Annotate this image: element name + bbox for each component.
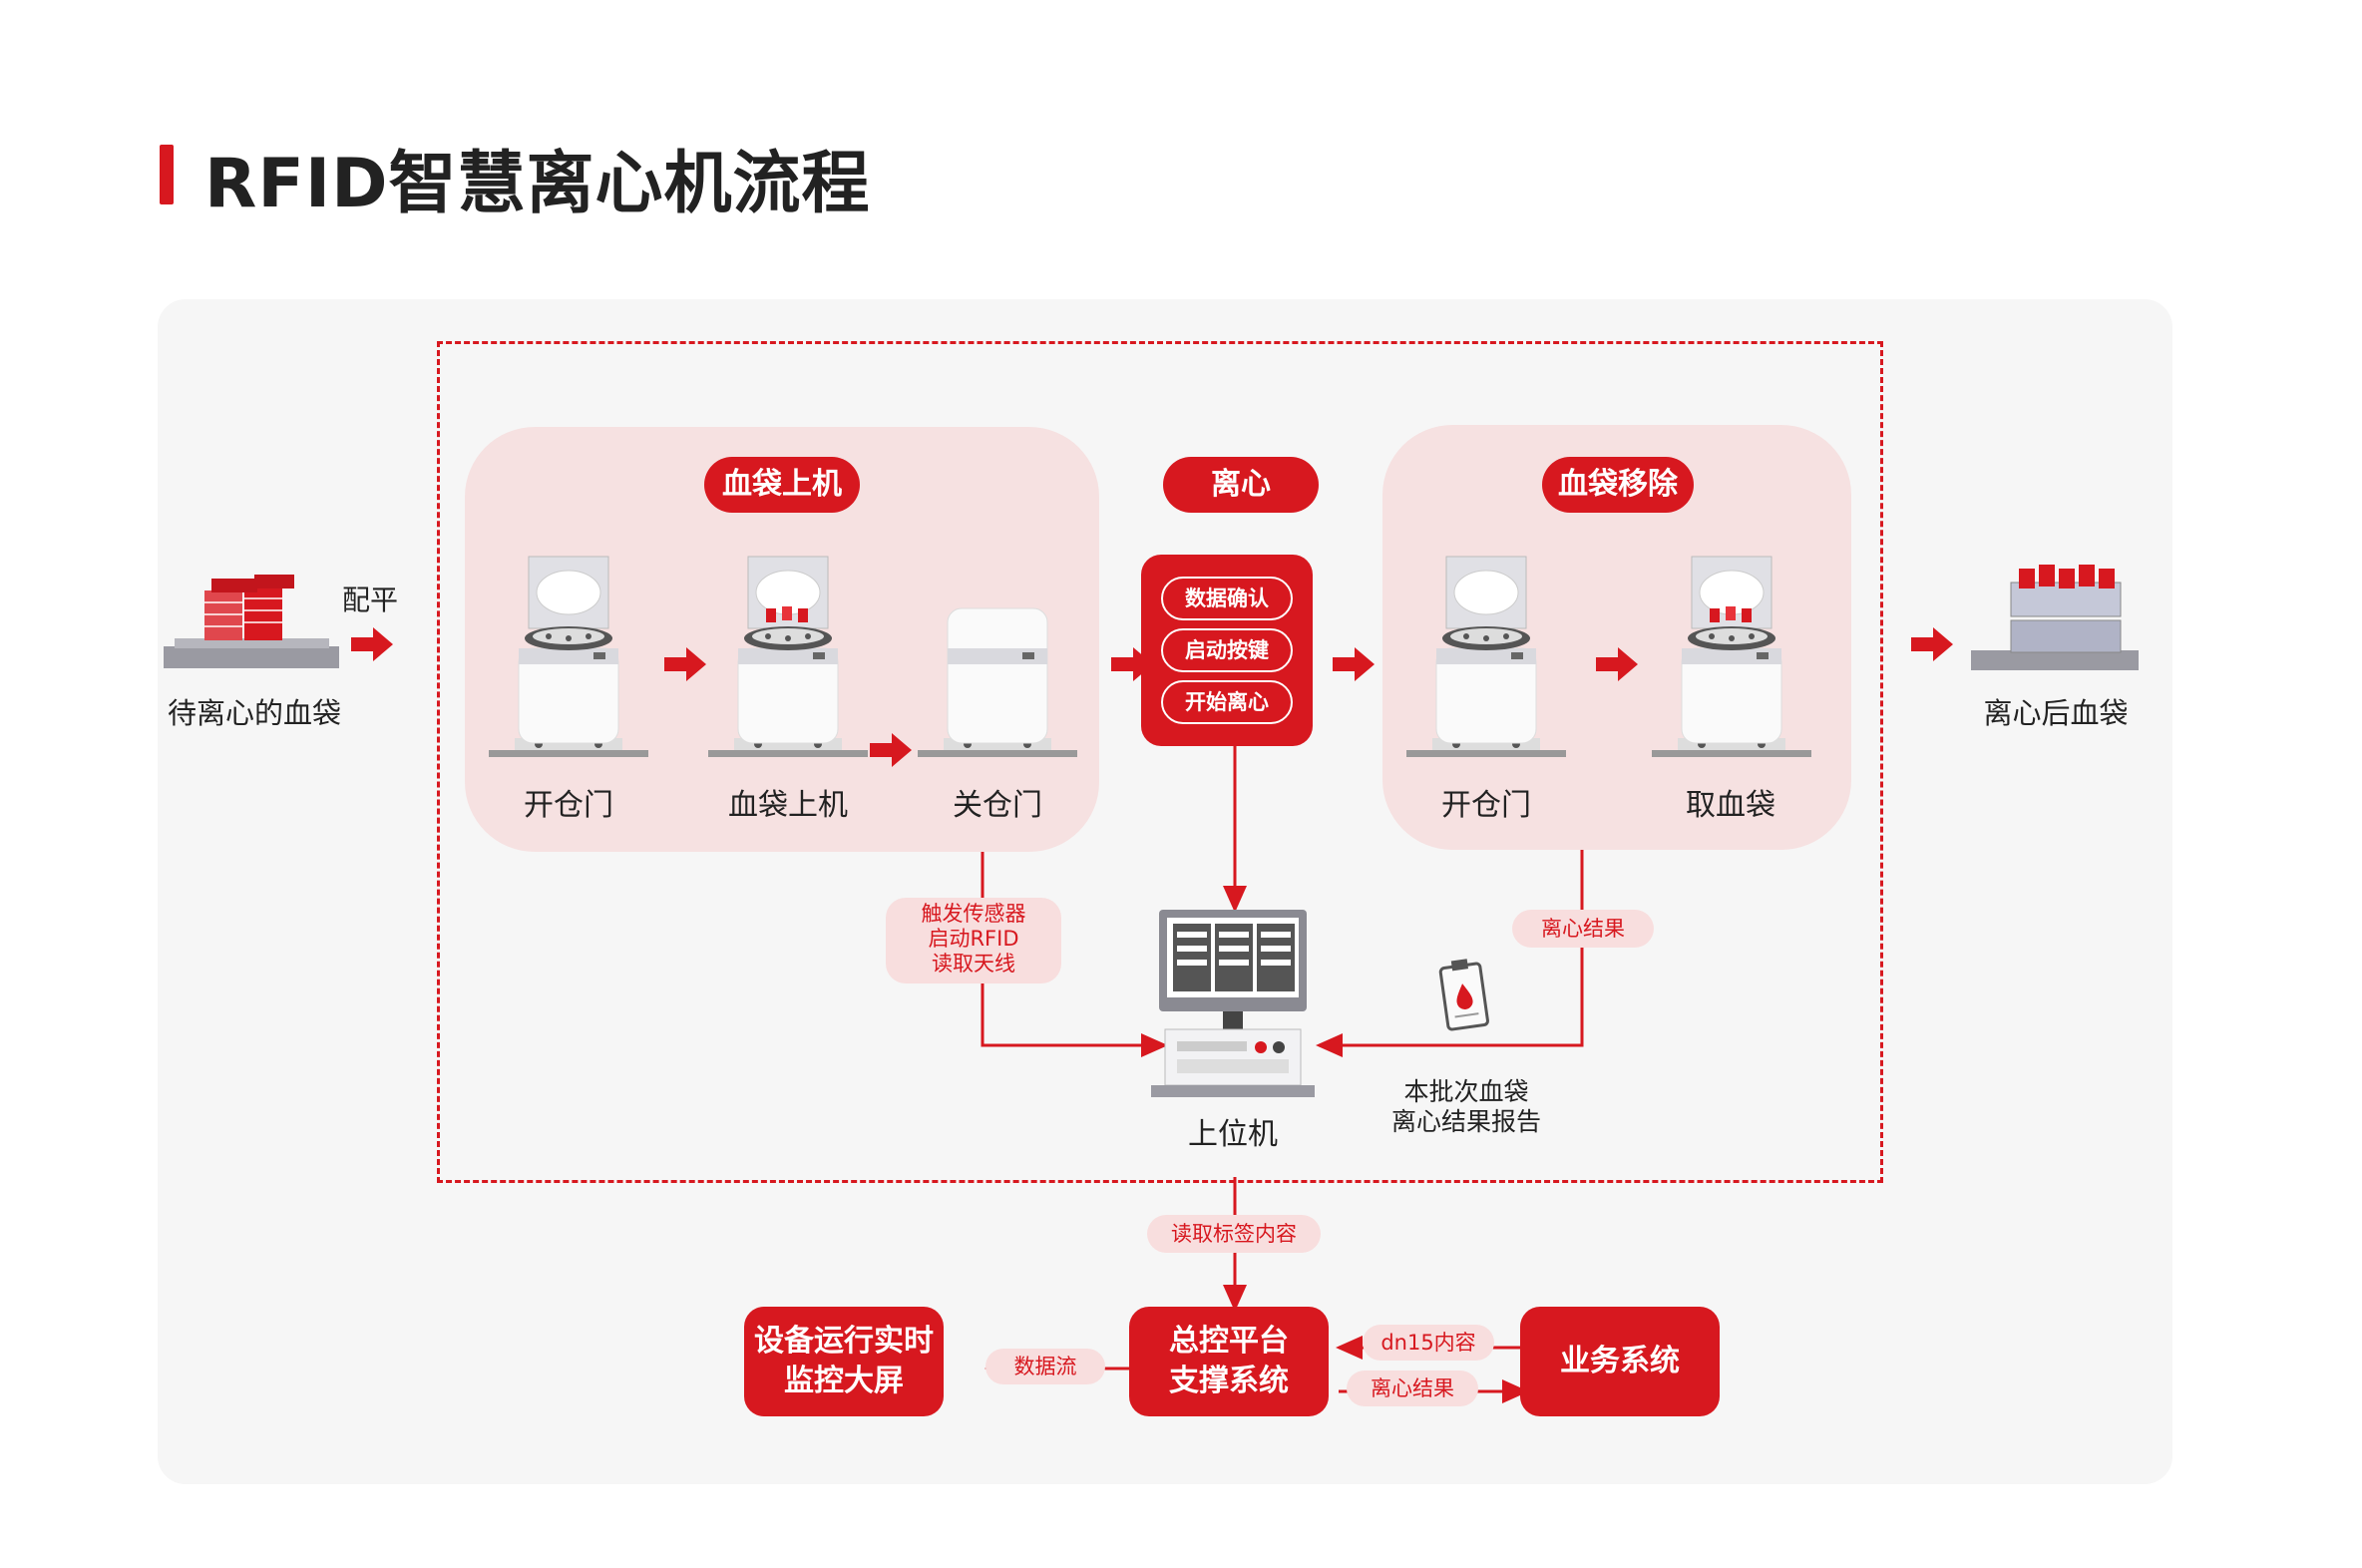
step-take-bags: 取血袋 — [1686, 788, 1775, 823]
monitor-screen-box[interactable]: 设备运行实时 监控大屏 — [744, 1307, 944, 1416]
step-open-door-2: 开仓门 — [1441, 788, 1531, 823]
monitor-line1: 设备运行实时 — [754, 1323, 934, 1359]
centrifuge-open-icon-2 — [1405, 556, 1567, 758]
business-system-box[interactable]: 业务系统 — [1520, 1307, 1720, 1416]
action-start-button[interactable]: 启动按键 — [1161, 628, 1293, 672]
flow-dn15-tag: dn15内容 — [1363, 1325, 1494, 1361]
arrow-to-output-icon — [1911, 627, 1953, 661]
read-tag-label: 读取标签内容 — [1147, 1215, 1321, 1253]
arrow-step3-icon — [1596, 647, 1638, 681]
action-confirm-data[interactable]: 数据确认 — [1161, 577, 1293, 620]
centrifuge-loading-icon — [707, 556, 869, 758]
centrifuge-closed-icon — [918, 607, 1077, 757]
stage-spin-title: 离心 — [1163, 457, 1319, 513]
monitor-line2: 监控大屏 — [784, 1364, 904, 1398]
centrifuge-open-icon — [488, 556, 649, 758]
step-load-bags: 血袋上机 — [728, 788, 848, 823]
title-accent-bar — [160, 145, 174, 204]
processed-bags-label: 离心后血袋 — [1983, 696, 2129, 730]
platform-line2: 支撑系统 — [1169, 1364, 1289, 1398]
stage-load-title: 血袋上机 — [704, 457, 860, 513]
page-title: RFID智慧离心机流程 — [204, 145, 871, 223]
report-line2: 离心结果报告 — [1390, 1107, 1541, 1136]
report-clipboard-icon — [1438, 959, 1489, 1031]
report-label: 本批次血袋 离心结果报告 — [1377, 1077, 1556, 1137]
platform-line1: 总控平台 — [1169, 1323, 1289, 1359]
step-close-door: 关仓门 — [953, 788, 1042, 823]
sensor-trigger-tag: 触发传感器 启动RFID 读取天线 — [886, 898, 1061, 983]
processed-blood-bags-icon — [1971, 565, 2139, 670]
sensor-tag-line2: 启动RFID — [928, 927, 1019, 951]
host-computer-icon — [1151, 910, 1315, 1097]
system-boundary — [437, 341, 1883, 1183]
pending-bags-label: 待离心的血袋 — [167, 696, 341, 730]
control-platform-box[interactable]: 总控平台 支撑系统 — [1129, 1307, 1329, 1416]
action-begin-spin[interactable]: 开始离心 — [1161, 680, 1293, 724]
arrow-step1-icon — [664, 647, 706, 681]
flow-data-tag: 数据流 — [985, 1349, 1105, 1384]
result-tag: 离心结果 — [1512, 910, 1654, 948]
arrow-balance-icon — [351, 627, 393, 661]
stage-remove-title: 血袋移除 — [1542, 457, 1694, 513]
report-line1: 本批次血袋 — [1403, 1077, 1529, 1106]
sensor-tag-line3: 读取天线 — [932, 952, 1015, 976]
balance-label: 配平 — [341, 584, 398, 616]
flow-result-tag: 离心结果 — [1347, 1371, 1478, 1406]
arrow-step2-icon — [870, 733, 912, 767]
host-label: 上位机 — [1188, 1117, 1278, 1152]
spin-control-box: 数据确认 启动按键 开始离心 — [1141, 555, 1313, 746]
sensor-tag-line1: 触发传感器 — [921, 902, 1026, 926]
step-open-door: 开仓门 — [524, 788, 613, 823]
arrow-from-spin-icon — [1333, 647, 1375, 681]
pending-blood-bags-icon — [164, 575, 339, 668]
centrifuge-unloading-icon — [1651, 556, 1812, 758]
